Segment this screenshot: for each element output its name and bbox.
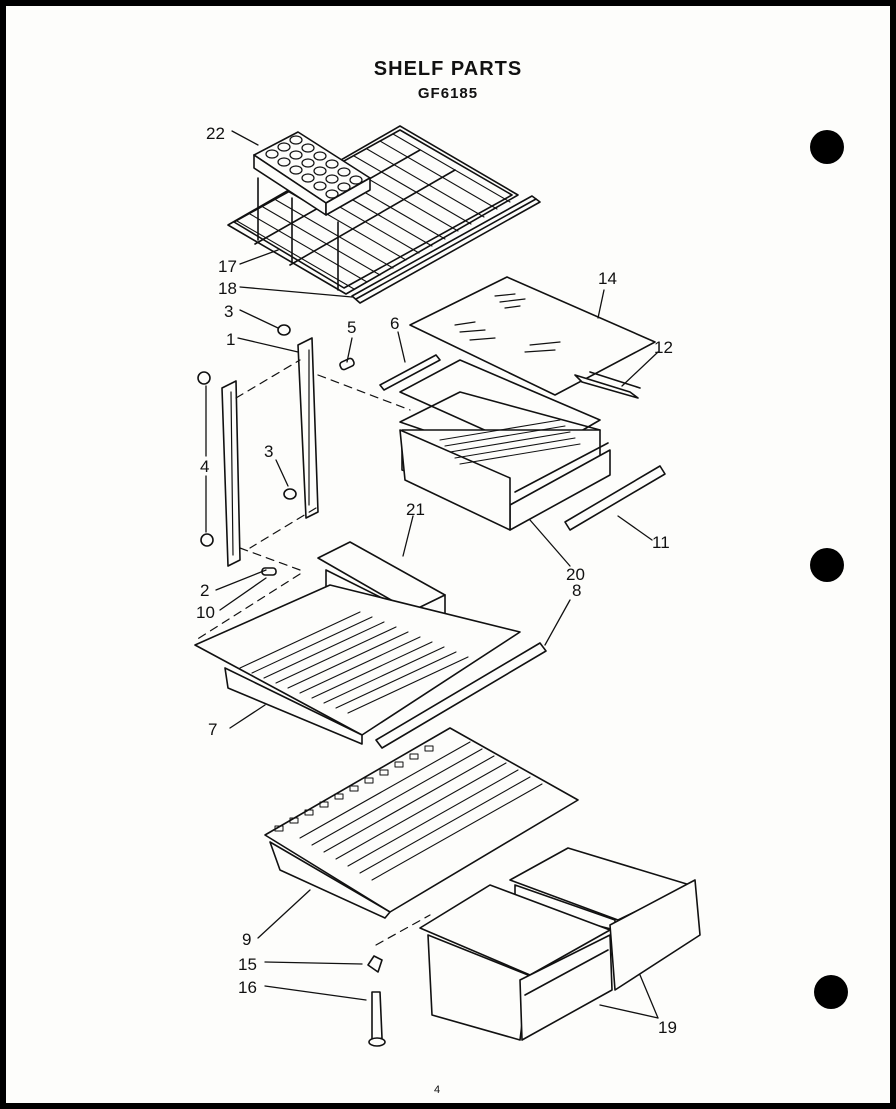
glass-shelf-cover (409, 276, 656, 396)
callout-1: 1 (226, 330, 235, 349)
leader-lines (205, 130, 659, 1019)
shelf-ladder-left (221, 380, 241, 567)
callout-20: 20 (566, 565, 585, 584)
callout-3-lower: 3 (264, 442, 273, 461)
callout-8: 8 (572, 581, 581, 600)
callout-6: 6 (390, 314, 399, 333)
ladder-cap-bottom (200, 533, 214, 547)
crisper-bin-left (419, 884, 613, 1041)
page-title: SHELF PARTS (373, 58, 523, 80)
drain-fitting (367, 955, 383, 973)
model-number: GF6185 (417, 85, 479, 102)
callout-21: 21 (406, 500, 425, 519)
shelf-clip-lower (283, 488, 297, 500)
callout-7: 7 (208, 720, 217, 739)
ladder-cap-top (197, 371, 211, 385)
callout-9: 9 (242, 930, 251, 949)
page-number: 4 (434, 1084, 441, 1096)
glass-shelf-middle (194, 584, 521, 745)
egg-tray (253, 131, 371, 216)
crisper-drawer-upper (399, 359, 611, 531)
shelf-trim-strip-middle (375, 642, 547, 749)
callout-15: 15 (238, 955, 257, 974)
callout-18: 18 (218, 279, 237, 298)
shelf-trim-strip-top (351, 195, 541, 304)
callout-14: 14 (598, 269, 617, 288)
shelf-ladder-right (297, 337, 319, 519)
binder-hole-bottom (814, 975, 848, 1009)
callout-22: 22 (206, 124, 225, 143)
callout-17: 17 (218, 257, 237, 276)
callout-11: 11 (652, 533, 670, 552)
callout-10: 10 (196, 603, 215, 622)
crisper-bin-right (509, 847, 701, 991)
drawer-front-strip (564, 465, 666, 531)
callout-19: 19 (658, 1018, 677, 1037)
drawer-glide-left (379, 354, 441, 391)
ladder-screw (261, 567, 277, 576)
binder-hole-top (810, 130, 844, 164)
callout-4: 4 (200, 457, 209, 476)
binder-hole-middle (810, 548, 844, 582)
callout-16: 16 (238, 978, 257, 997)
callout-2: 2 (200, 581, 209, 600)
callout-3-upper: 3 (224, 302, 233, 321)
crisper-cover (264, 727, 579, 919)
assembly-lines (195, 359, 431, 946)
drain-tube (368, 991, 386, 1047)
callout-12: 12 (654, 338, 673, 357)
shelf-clip-upper (277, 324, 291, 336)
drawer-glide-right (574, 371, 641, 399)
callout-5: 5 (347, 318, 356, 337)
support-pin (339, 357, 355, 371)
